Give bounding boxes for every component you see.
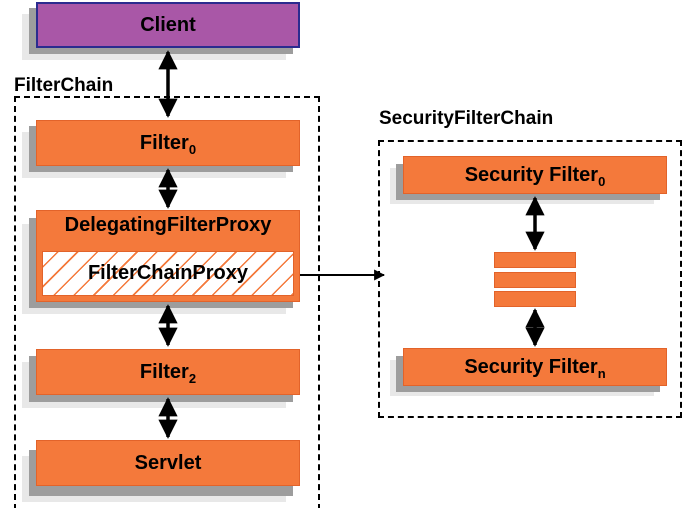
- node-delegatingfilterproxy-label: DelegatingFilterProxy: [64, 214, 272, 236]
- ellipsis-bar-3: [494, 291, 576, 307]
- node-filter0-label: Filter: [139, 131, 189, 154]
- ellipsis-bar-2: [494, 272, 576, 288]
- node-securityfiltern-label: Security Filter: [464, 355, 598, 378]
- node-securityfiltern-subscript: n: [597, 365, 606, 381]
- ellipsis-bar-1: [494, 252, 576, 268]
- group-label-filterchain: FilterChain: [14, 75, 114, 96]
- node-servlet-label: Servlet: [134, 451, 202, 474]
- node-client-label: Client: [140, 13, 196, 36]
- node-client[interactable]: Client: [36, 2, 300, 48]
- node-securityfilter0-label: Security Filter: [464, 163, 599, 186]
- node-filter2-label: Filter: [139, 360, 189, 383]
- group-label-securityfilterchain: SecurityFilterChain: [379, 108, 554, 129]
- node-filter0-subscript: 0: [188, 141, 197, 157]
- node-filter2-subscript: 2: [188, 370, 197, 386]
- node-servlet[interactable]: Servlet: [36, 440, 300, 486]
- node-filterchainproxy-label: FilterChainProxy: [87, 262, 249, 284]
- node-securityfilter0-subscript: 0: [598, 173, 606, 189]
- node-filterchainproxy[interactable]: FilterChainProxy: [42, 251, 294, 296]
